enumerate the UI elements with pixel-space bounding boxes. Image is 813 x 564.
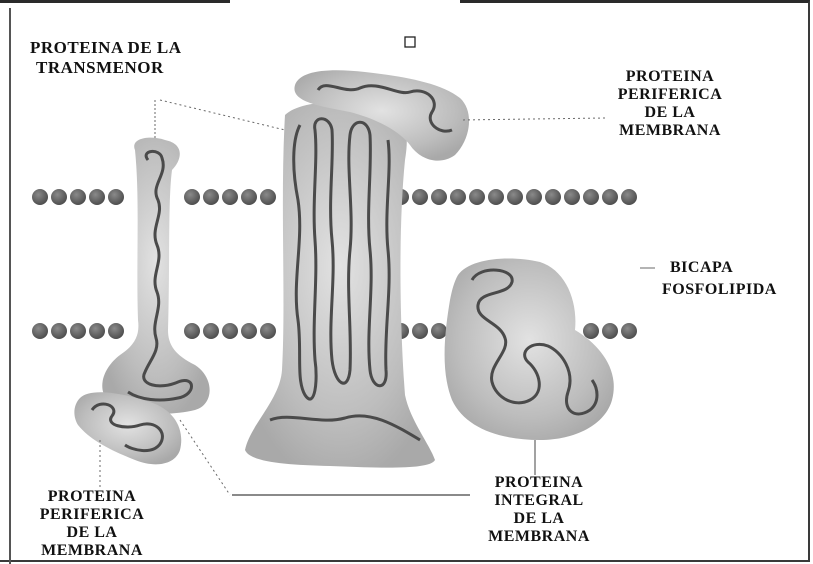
phospholipid-head (222, 189, 238, 205)
phospholipid-head (583, 189, 599, 205)
phospholipid-head (203, 323, 219, 339)
phospholipid-head (241, 189, 257, 205)
pointer-transmembrane-center (160, 100, 285, 130)
label-transmembrane-line1: PROTEINA DE LA (30, 38, 182, 58)
phospholipid-head (431, 189, 447, 205)
phospholipid-head (564, 189, 580, 205)
label-integral-line2: INTEGRAL (470, 492, 608, 510)
label-integral-line3: DE LA (470, 510, 608, 528)
label-bilayer-line2: FOSFOLIPIDA (662, 279, 777, 301)
phospholipid-head (32, 189, 48, 205)
phospholipid-head (222, 323, 238, 339)
phospholipid-head (621, 189, 637, 205)
phospholipid-head (108, 189, 124, 205)
phospholipid-head (526, 189, 542, 205)
phospholipid-head (32, 323, 48, 339)
phospholipid-head (108, 323, 124, 339)
phospholipid-head (583, 323, 599, 339)
phospholipid-head (51, 189, 67, 205)
label-transmembrane: PROTEINA DE LA TRANSMENOR (30, 38, 182, 78)
phospholipid-head (469, 189, 485, 205)
phospholipid-head (412, 189, 428, 205)
phospholipid-head (602, 323, 618, 339)
phospholipid-head (431, 323, 447, 339)
label-integral-line1: PROTEINA (470, 474, 608, 492)
phospholipid-head (241, 323, 257, 339)
protein-transmembrane-left (102, 138, 209, 414)
phospholipid-head (70, 189, 86, 205)
phospholipid-head (184, 189, 200, 205)
pointer-peripheral-bottom (180, 420, 230, 495)
label-peripheral-top-line3: DE LA (610, 104, 730, 122)
phospholipid-head (89, 323, 105, 339)
phospholipid-head (70, 323, 86, 339)
phospholipid-head (450, 189, 466, 205)
small-square-icon (405, 37, 415, 47)
label-peripheral-top: PROTEINA PERIFERICA DE LA MEMBRANA (610, 68, 730, 140)
label-peripheral-top-line1: PROTEINA (610, 68, 730, 86)
label-bilayer-line1: BICAPA (662, 257, 777, 279)
phospholipid-head (203, 189, 219, 205)
phospholipid-head (488, 189, 504, 205)
label-peripheral-bottom-line2: PERIFERICA (22, 506, 162, 524)
label-peripheral-bottom-line1: PROTEINA (22, 488, 162, 506)
phospholipid-head (602, 189, 618, 205)
label-integral-line4: MEMBRANA (470, 528, 608, 546)
phospholipid-head (260, 323, 276, 339)
pointer-peripheral-top (460, 118, 605, 120)
label-transmembrane-line2: TRANSMENOR (30, 58, 182, 78)
phospholipid-head (621, 323, 637, 339)
label-bilayer: BICAPA FOSFOLIPIDA (662, 257, 777, 301)
label-peripheral-bottom: PROTEINA PERIFERICA DE LA MEMBRANA (22, 488, 162, 560)
phospholipid-head (184, 323, 200, 339)
phospholipid-head (507, 189, 523, 205)
label-peripheral-bottom-line3: DE LA (22, 524, 162, 542)
phospholipid-head (260, 189, 276, 205)
label-peripheral-top-line4: MEMBRANA (610, 122, 730, 140)
phospholipid-head (51, 323, 67, 339)
label-peripheral-top-line2: PERIFERICA (610, 86, 730, 104)
label-integral: PROTEINA INTEGRAL DE LA MEMBRANA (470, 474, 608, 546)
phospholipid-head (89, 189, 105, 205)
label-peripheral-bottom-line4: MEMBRANA (22, 542, 162, 560)
phospholipid-head (412, 323, 428, 339)
phospholipid-head (545, 189, 561, 205)
protein-integral-right (445, 258, 614, 440)
protein-transmembrane-center (245, 102, 435, 468)
